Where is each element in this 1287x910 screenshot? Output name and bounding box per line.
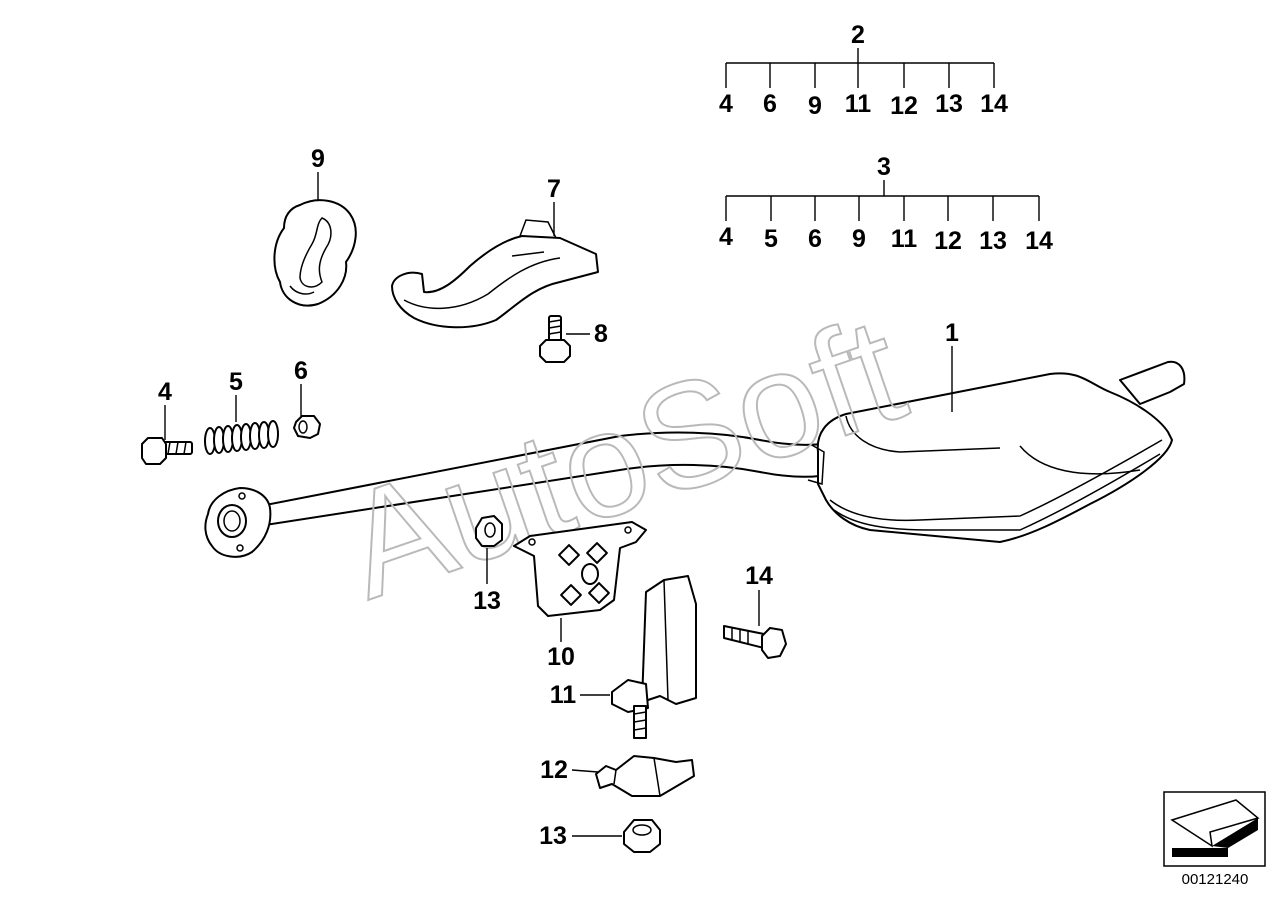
callout-4: 4 [158,378,172,406]
kit-3-part-9: 9 [852,225,866,253]
direction-arrow-shadow-icon [1212,818,1258,848]
bolt-part-14 [723,625,787,659]
kit-label-2: 2 [851,21,865,49]
spring-part-5 [204,420,279,455]
bolt-part-8 [539,315,571,363]
callout-12: 12 [540,756,568,784]
nut-part-6 [293,415,321,439]
direction-arrow-icon [1170,799,1260,848]
kit-tree-2: 2 4 6 9 11 12 13 14 [719,21,1008,120]
callout-11: 11 [550,681,577,709]
callout-6: 6 [294,357,308,385]
kit-2-part-6: 6 [763,90,777,118]
kit-3-part-14: 14 [1025,227,1053,255]
callout-14: 14 [745,562,773,590]
kit-label-3: 3 [877,153,891,181]
flange-nut-part-13-lower [623,819,661,853]
kit-2-part-14: 14 [980,90,1008,118]
watermark-text: AutoSoft [324,284,923,630]
kit-2-part-9: 9 [808,92,822,120]
nut-part-13-upper [475,515,503,547]
kit-2-part-13: 13 [935,90,963,118]
kit-3-part-5: 5 [764,225,778,253]
bolt-part-4 [141,437,193,465]
kit-2-part-4: 4 [719,90,733,118]
kit-tree-3: 3 4 5 6 9 11 12 13 14 [719,153,1053,255]
kit-3-part-4: 4 [719,223,733,251]
callout-13-lower: 13 [539,822,567,850]
kit-3-part-12: 12 [934,227,962,255]
callout-10: 10 [547,643,575,671]
kit-3-part-6: 6 [808,225,822,253]
direction-base-bar [1172,848,1228,857]
bracket-part-7 [391,219,599,329]
rubber-ring-part-9 [273,199,357,307]
callout-9: 9 [311,145,325,173]
callout-13-upper: 13 [473,587,501,615]
kit-3-part-11: 11 [891,225,918,253]
callout-1: 1 [945,319,959,347]
orientation-box [1163,791,1266,867]
callout-8: 8 [594,320,608,348]
kit-3-part-13: 13 [979,227,1007,255]
callout-5: 5 [229,368,243,396]
callout-7: 7 [547,175,561,203]
exhaust-muffler-part-1 [204,360,1186,558]
callouts: 1 4 5 6 7 8 9 10 11 12 13 13 14 [158,145,959,850]
diagram-reference-code: 00121240 [1181,871,1249,888]
kit-2-part-12: 12 [890,92,918,120]
hanger-strap-part-11 [611,575,697,739]
clip-part-12 [595,755,695,797]
rubber-mount-part-10 [513,521,647,617]
kit-2-part-11: 11 [845,90,872,118]
